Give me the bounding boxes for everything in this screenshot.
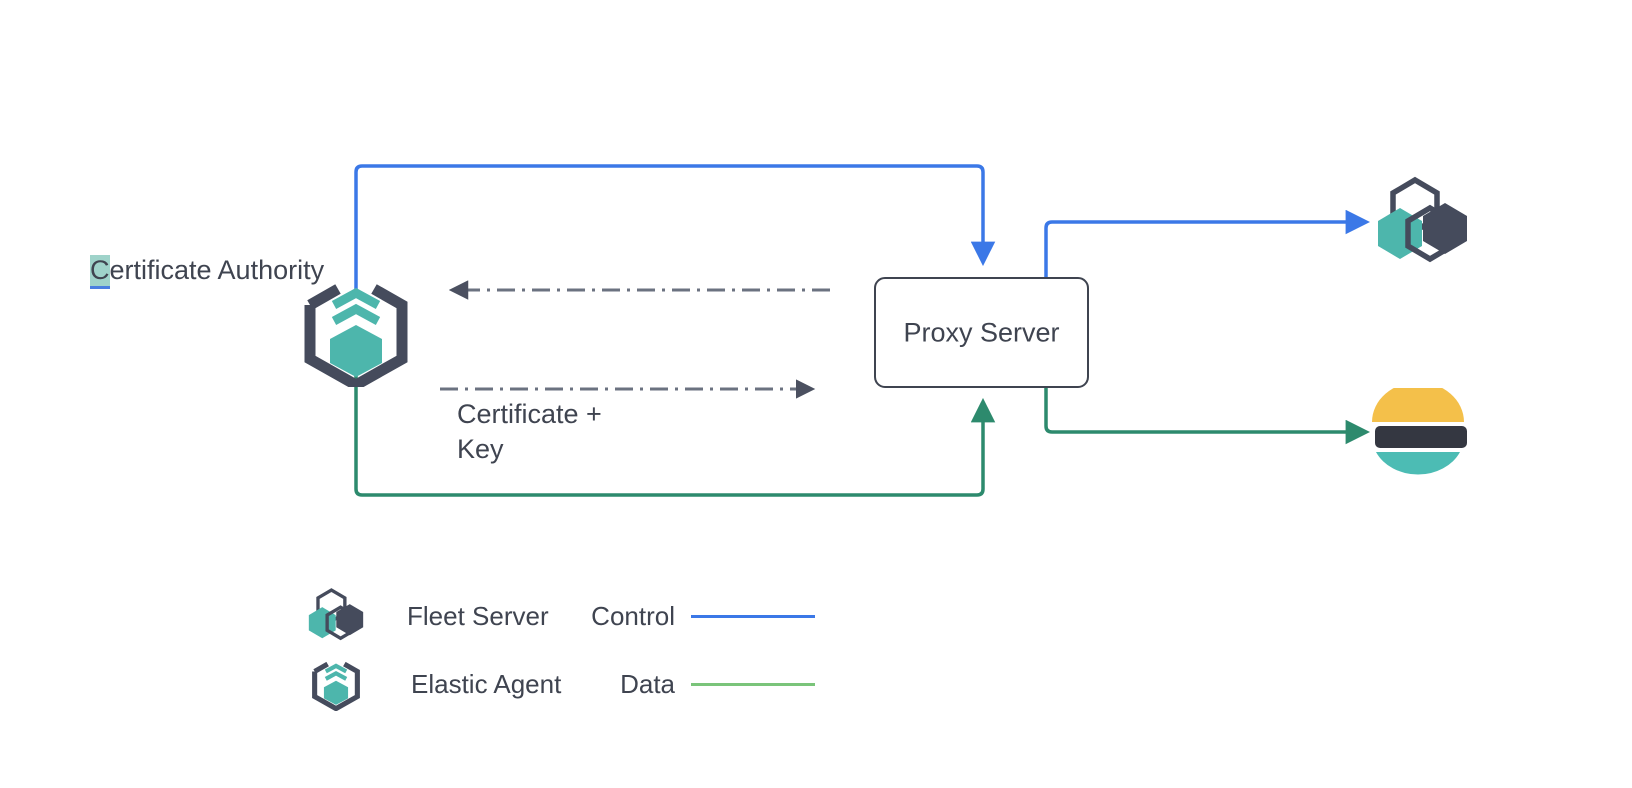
legend-elastic-agent-icon-wrap (305, 653, 367, 715)
legend-label-control: Control (591, 601, 675, 631)
elastic-agent-icon (312, 661, 360, 711)
node-fleet-server[interactable] (1375, 175, 1470, 270)
legend-label-elastic-agent: Elastic Agent (411, 668, 562, 699)
legend-label-fleet-server: Fleet Server (407, 600, 549, 631)
node-elasticsearch[interactable] (1368, 382, 1468, 480)
legend-item-fleet-server: Fleet Server (305, 585, 549, 647)
certificate-authority-label: Certificate Authority (90, 253, 325, 289)
legend-item-elastic-agent: Elastic Agent (305, 653, 561, 715)
elasticsearch-logo (1372, 382, 1467, 475)
legend-item-control: Control (555, 601, 815, 632)
edge-agent-to-proxy-control (354, 164, 996, 290)
legend-swatch-control (691, 615, 815, 618)
edge-agent-to-proxy-data (354, 375, 996, 497)
legend-label-data: Data (620, 669, 675, 699)
edge-proxy-to-elasticsearch-data (1044, 370, 1371, 445)
certificate-key-edge-label: Certificate + Key (457, 399, 602, 464)
fleet-server-icon (1378, 176, 1467, 263)
elastic-agent-icon (304, 284, 408, 392)
text-selection-highlight: C (90, 255, 110, 289)
legend-swatch-data (691, 683, 815, 686)
certificate-authority-label-rest: ertificate Authority (109, 255, 325, 285)
edge-proxy-to-fleet-control (1044, 209, 1371, 300)
legend-fleet-server-icon-wrap (305, 585, 367, 647)
fleet-server-icon (308, 588, 364, 641)
proxy-server-label: Proxy Server (903, 317, 1060, 347)
legend-item-data: Data (555, 669, 815, 700)
node-certificate-authority[interactable] (300, 277, 412, 392)
node-proxy-server[interactable]: Proxy Server (874, 277, 1089, 388)
legend: Fleet Server Elastic Agent Control Data (305, 585, 925, 711)
